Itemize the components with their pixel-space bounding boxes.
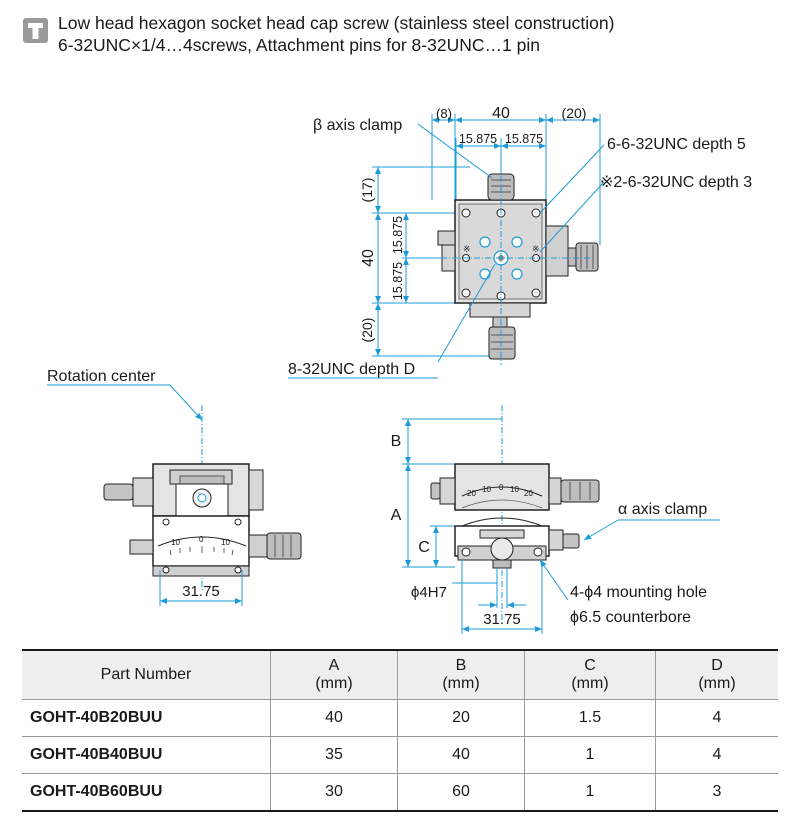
value-C-cell: 1 <box>524 773 656 812</box>
svg-text:10: 10 <box>171 538 180 547</box>
header-C: C(mm) <box>524 649 656 700</box>
front-dim-3175: 31.75 <box>483 611 521 628</box>
beta-axis-clamp-label: β axis clamp <box>313 117 402 134</box>
dim-20-top: (20) <box>562 105 587 121</box>
part-number-cell: GOHT-40B60BUU <box>22 773 271 812</box>
side-dim-3175: 31.75 <box>182 583 220 600</box>
value-C-cell: 1.5 <box>524 699 656 737</box>
part-number-cell: GOHT-40B40BUU <box>22 736 271 774</box>
dim-20-side: (20) <box>359 318 375 343</box>
svg-text:20: 20 <box>467 489 476 498</box>
tap-hole-label-1: 6-6-32UNC depth 5 <box>607 136 746 153</box>
dim-A: A <box>391 507 402 524</box>
tap-hole-label-2: ※2-6-32UNC depth 3 <box>600 174 752 191</box>
value-B-cell: 20 <box>397 699 525 737</box>
table-row: GOHT-40B40BUU 35 40 1 4 <box>22 736 778 774</box>
screw-icon <box>23 18 48 43</box>
svg-text:20: 20 <box>524 489 533 498</box>
technical-drawing: ※ ※ β axis clamp (8) 40 (20) 15.875 15.8… <box>47 105 752 634</box>
dim-40-side: 40 <box>360 249 377 267</box>
dim-15875-b: 15.875 <box>505 132 543 146</box>
spec-table: Part Number A(mm) B(mm) C(mm) D(mm) GOHT… <box>22 649 778 812</box>
value-B-cell: 40 <box>397 736 525 774</box>
dim-17: (17) <box>359 178 375 203</box>
tap-hole-label-3: 8-32UNC depth D <box>288 361 415 378</box>
dim-40-top: 40 <box>492 105 510 122</box>
dim-15875-d: 15.875 <box>391 262 405 300</box>
header-part-number: Part Number <box>22 649 271 700</box>
value-B-cell: 60 <box>397 773 525 812</box>
svg-text:10: 10 <box>510 485 519 494</box>
svg-text:10: 10 <box>221 538 230 547</box>
header-text: Low head hexagon socket head cap screw (… <box>58 12 614 56</box>
value-D-cell: 4 <box>655 699 778 737</box>
header-B: B(mm) <box>397 649 525 700</box>
dim-15875-a: 15.875 <box>459 132 497 146</box>
svg-text:0: 0 <box>499 483 504 492</box>
mounting-hole-label: 4-ϕ4 mounting hole <box>570 584 707 601</box>
header-A: A(mm) <box>270 649 398 700</box>
svg-text:※: ※ <box>463 244 471 254</box>
value-A-cell: 40 <box>270 699 398 737</box>
header-D: D(mm) <box>655 649 778 700</box>
svg-text:0: 0 <box>199 535 204 544</box>
rotation-center-label: Rotation center <box>47 368 156 385</box>
alpha-axis-clamp-label: α axis clamp <box>618 501 707 518</box>
table-row: GOHT-40B60BUU 30 60 1 3 <box>22 773 778 812</box>
counterbore-label: ϕ6.5 counterbore <box>570 609 691 626</box>
top-view: ※ ※ β axis clamp (8) 40 (20) 15.875 15.8… <box>288 105 752 379</box>
svg-text:※: ※ <box>532 244 540 254</box>
dim-C: C <box>418 539 430 556</box>
table-row: GOHT-40B20BUU 40 20 1.5 4 <box>22 699 778 737</box>
value-A-cell: 30 <box>270 773 398 812</box>
value-C-cell: 1 <box>524 736 656 774</box>
side-view: Rotation center 10 0 10 <box>47 368 302 606</box>
value-D-cell: 3 <box>655 773 778 812</box>
phi4-label: ϕ4H7 <box>411 584 447 601</box>
svg-text:10: 10 <box>482 485 491 494</box>
table-header-row: Part Number A(mm) B(mm) C(mm) D(mm) <box>22 649 778 700</box>
dim-15875-c: 15.875 <box>391 216 405 254</box>
value-A-cell: 35 <box>270 736 398 774</box>
header-line-2: 6-32UNC×1/4…4screws, Attachment pins for… <box>58 35 540 55</box>
header-line-1: Low head hexagon socket head cap screw (… <box>58 13 615 33</box>
dim-B: B <box>391 433 402 450</box>
value-D-cell: 4 <box>655 736 778 774</box>
dim-8: (8) <box>436 106 452 121</box>
part-number-cell: GOHT-40B20BUU <box>22 699 271 737</box>
